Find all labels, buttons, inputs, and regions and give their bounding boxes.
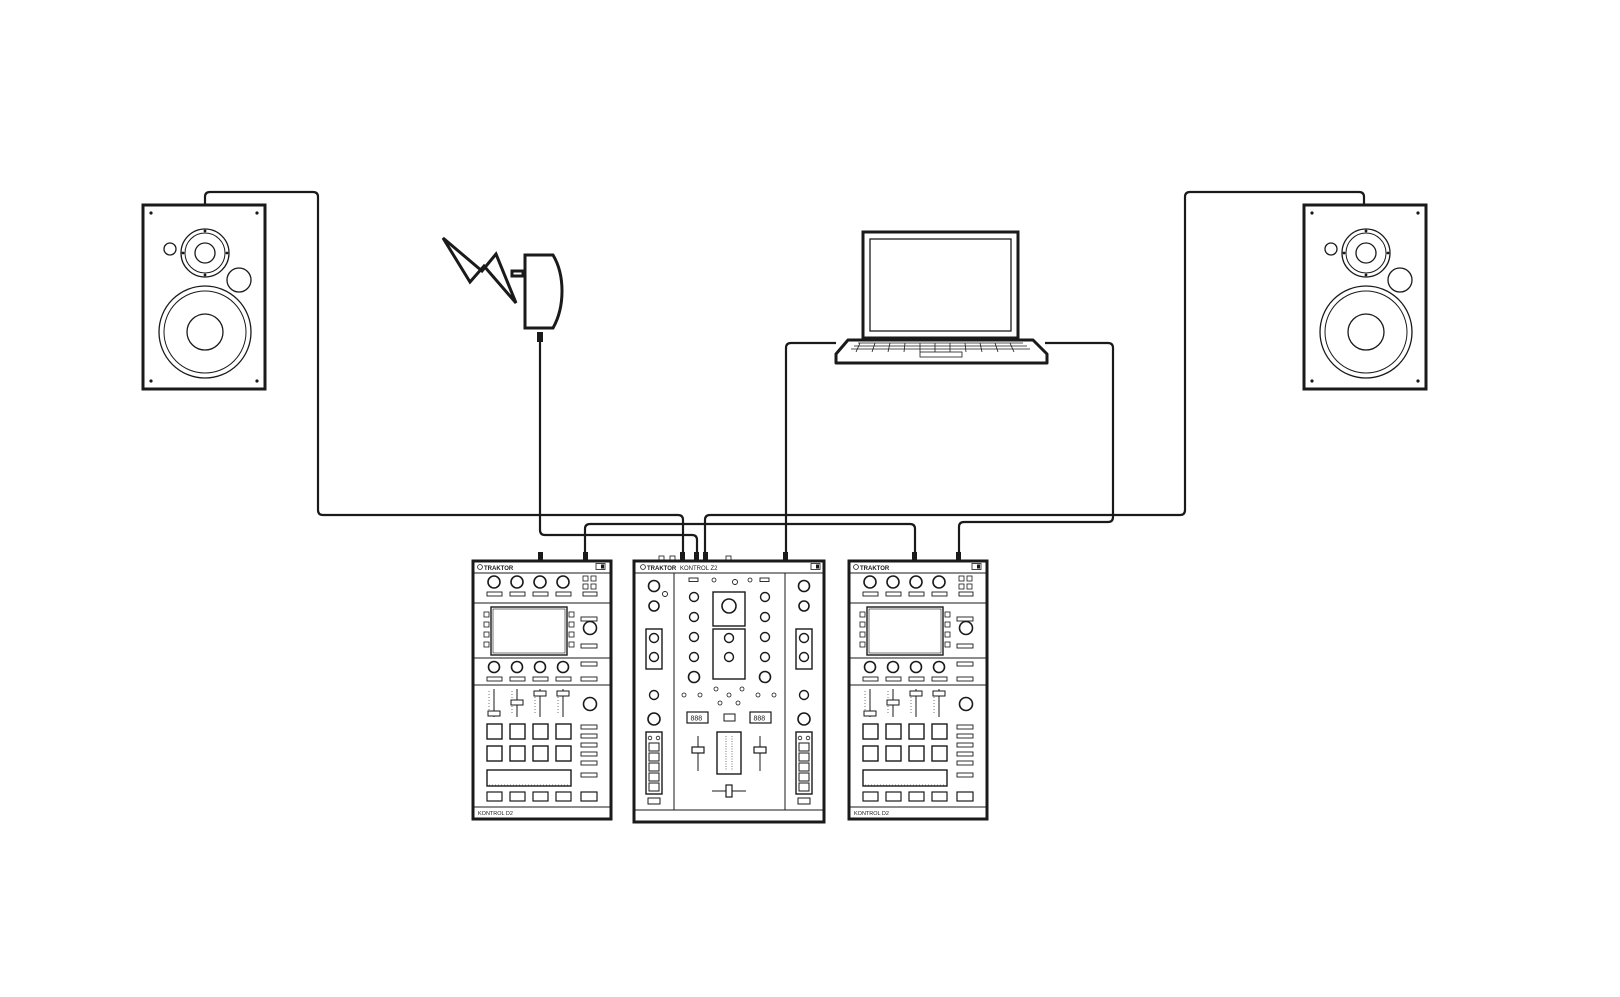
deck-left: TRAKTOR KONTROL D2 (471, 559, 613, 821)
deck-left-brand: TRAKTOR (484, 566, 514, 572)
mixer-display-right: 888 (754, 716, 766, 723)
cable-laptop-to-decks (957, 341, 1115, 560)
cables (203, 190, 1366, 560)
laptop-icon (834, 230, 1049, 365)
mixer-z2 (632, 559, 826, 824)
cable-laptop-usb (784, 341, 836, 560)
speaker-icon (1302, 203, 1428, 391)
mixer-labels: TRAKTOR KONTROL Z2 888 888 (647, 566, 765, 723)
deck-right-brand: TRAKTOR (860, 566, 890, 572)
mixer-rear-connectors (658, 555, 732, 561)
deck-right: TRAKTOR KONTROL D2 (847, 559, 989, 821)
mixer-model: KONTROL Z2 (680, 566, 718, 572)
mixer-brand: TRAKTOR (647, 566, 677, 572)
lightning-bolt-icon (441, 236, 518, 304)
deck-left-model: KONTROL D2 (478, 811, 513, 817)
cable-left-speaker (203, 190, 685, 560)
cable-power (538, 342, 699, 560)
plug-tips (537, 332, 961, 561)
speaker-icon (141, 203, 267, 391)
deck-right-model: KONTROL D2 (854, 811, 889, 817)
mixer-display-left: 888 (691, 716, 703, 723)
cable-deck-link-left (583, 522, 917, 560)
power-adapter-icon (510, 253, 564, 330)
cable-right-speaker (703, 190, 1366, 560)
